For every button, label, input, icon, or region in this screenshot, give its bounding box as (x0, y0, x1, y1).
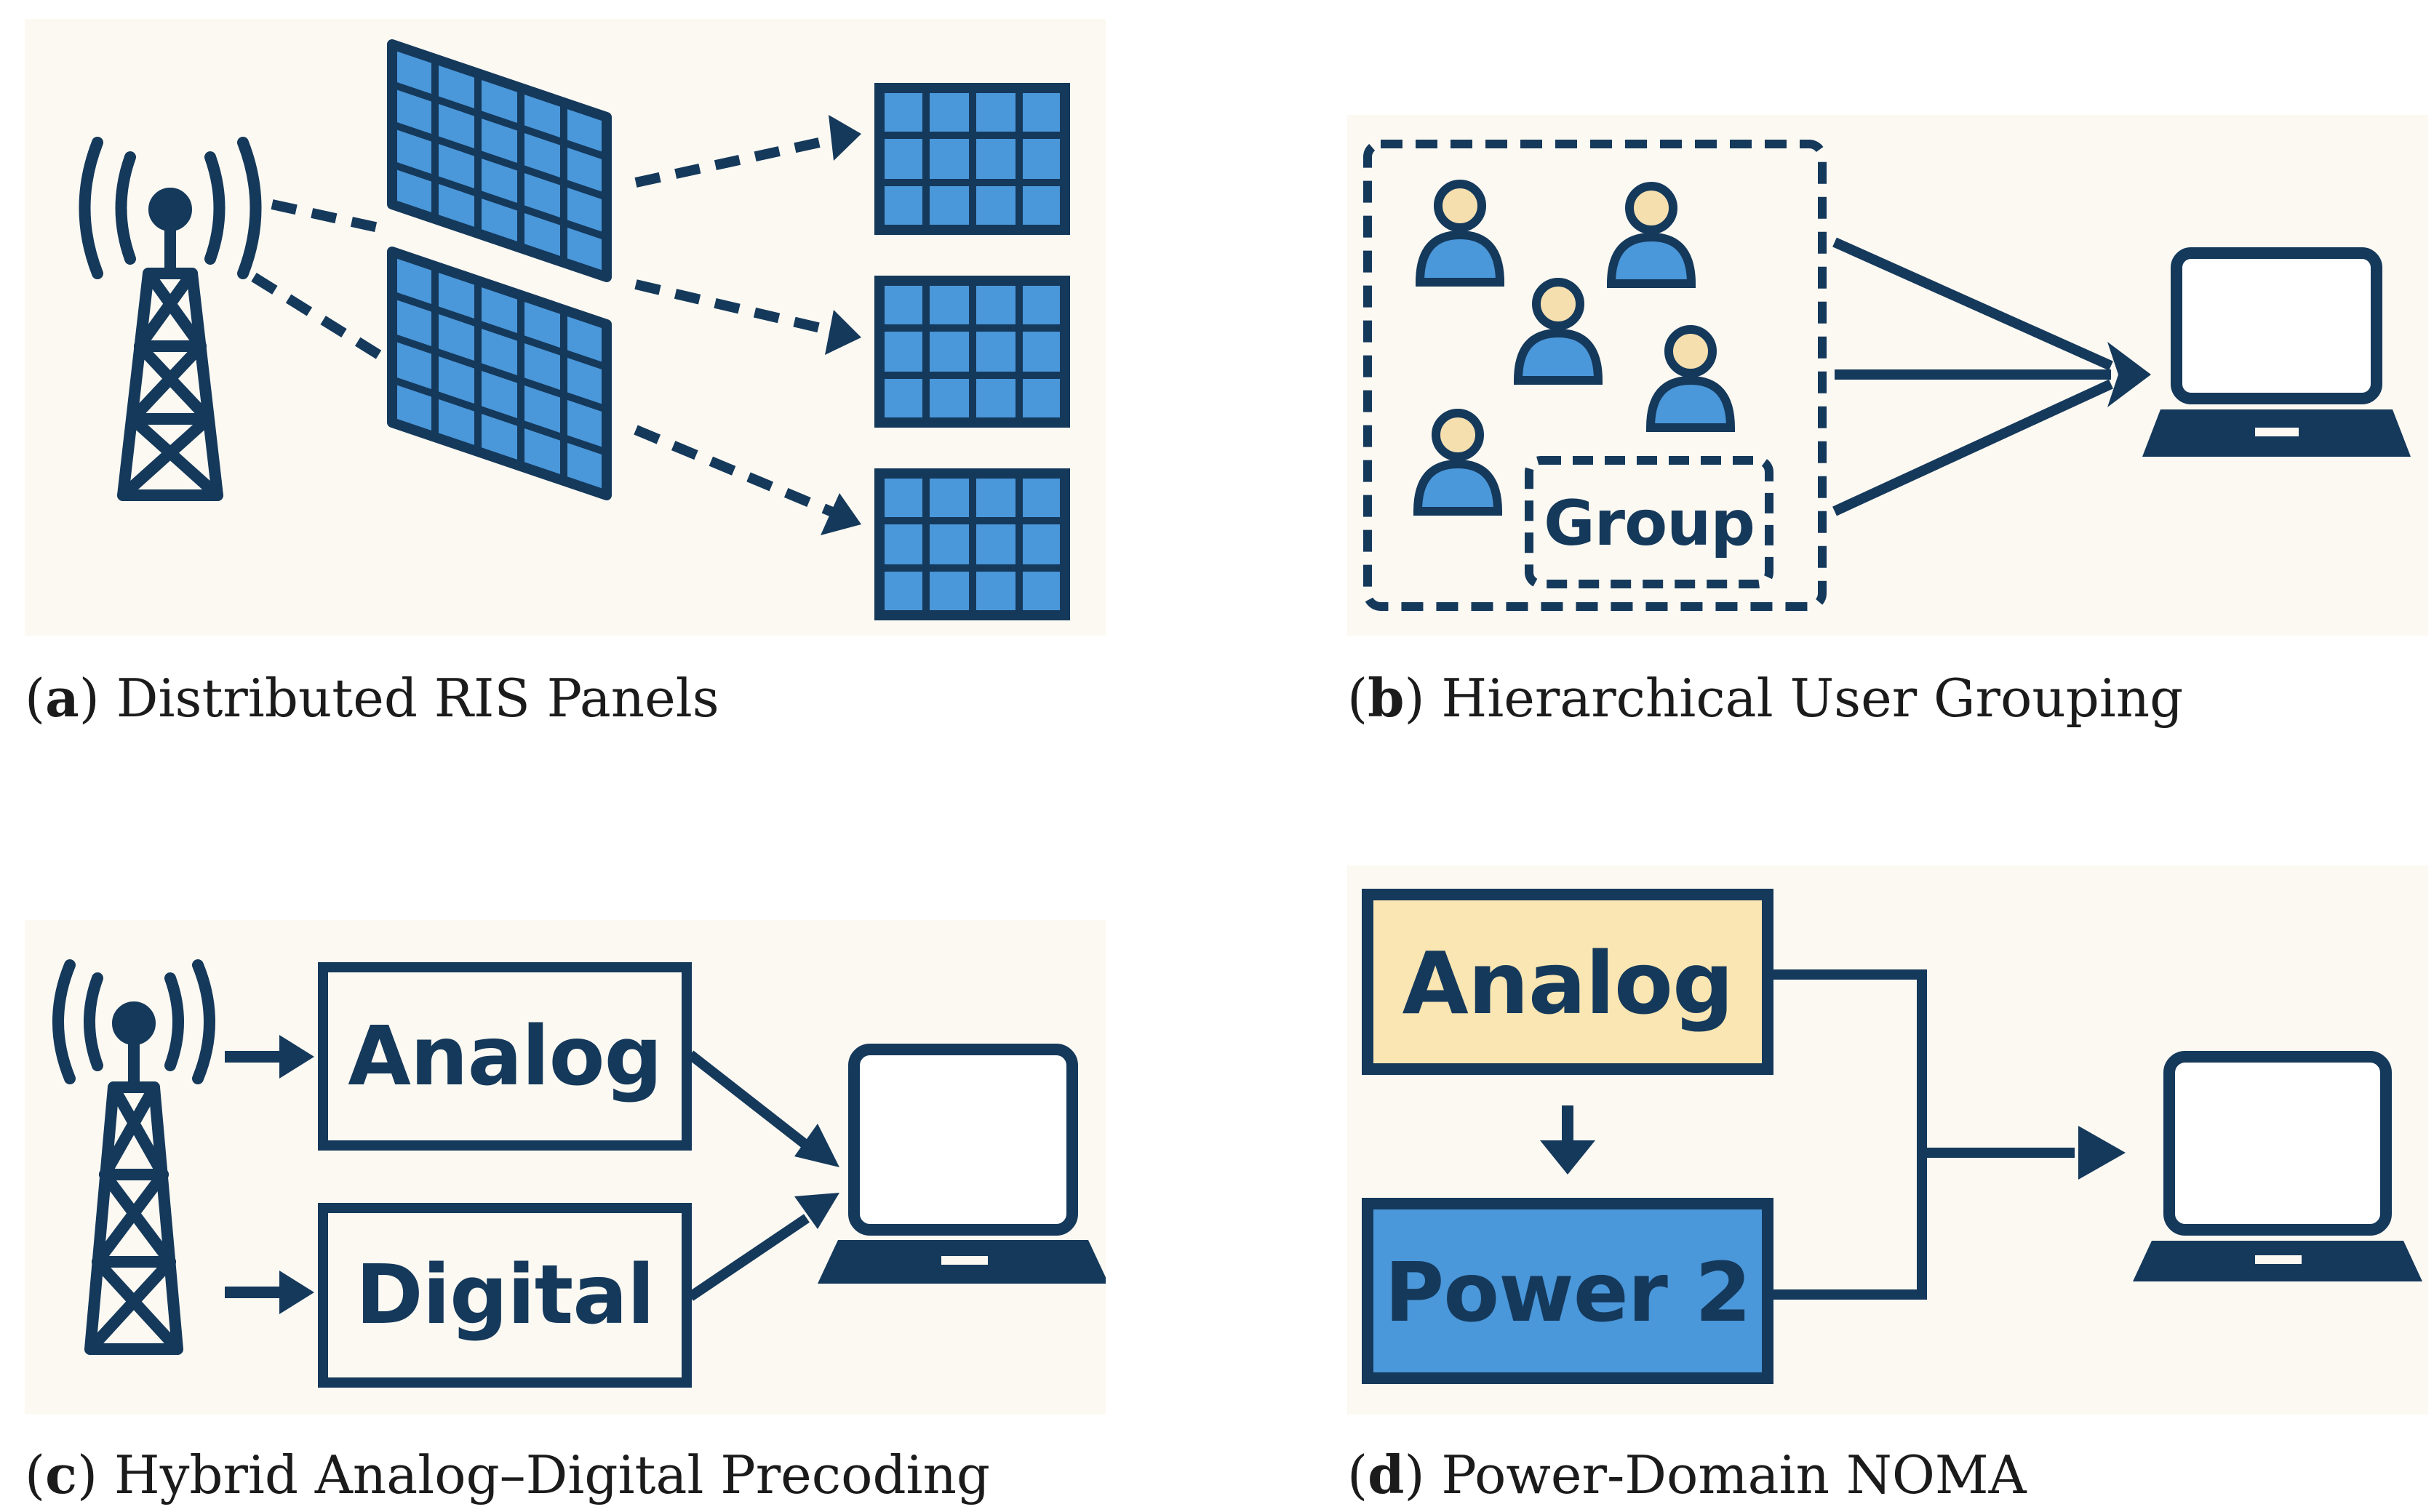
ris-to-receiver-arrows (634, 134, 838, 519)
panel-b-user-grouping: Group (1347, 115, 2428, 636)
analog-label: Analog (1402, 933, 1734, 1033)
arrow-icon (821, 115, 861, 535)
analog-box (318, 962, 692, 1151)
digital-label: Digital (355, 1248, 655, 1343)
panel-d-noma: Analog Power 2 (1347, 865, 2428, 1415)
tower-icon (79, 137, 262, 501)
receiver-panel-icon (874, 468, 1070, 620)
user-icon (1415, 180, 1505, 287)
caption-c-text: Hybrid Analog–Digital Precoding (113, 1444, 991, 1505)
panel-a-diagram (79, 39, 1070, 620)
panel-c-hybrid-precoding: Analog Digital (25, 920, 1106, 1415)
receiver-panel-icon (874, 276, 1070, 428)
combiner-lines (1768, 969, 2075, 1300)
box-to-laptop-arrows (687, 1050, 810, 1301)
arrow-icon (279, 1035, 314, 1314)
caption-c: (c) Hybrid Analog–Digital Precoding (25, 1444, 991, 1505)
analog-box (1362, 889, 1773, 1075)
caption-d: (d) Power-Domain NOMA (1347, 1444, 2027, 1505)
tower-to-ris-links (251, 199, 391, 365)
caption-b: (b) Hierarchical User Grouping (1347, 667, 2184, 729)
user-icon (1606, 182, 1696, 288)
arrow-icon (1540, 1140, 1595, 1175)
caption-a-letter: a (45, 667, 79, 729)
user-cluster-boundary (1363, 140, 1827, 611)
digital-box (318, 1203, 692, 1388)
power-label: Power 2 (1384, 1246, 1752, 1340)
user-icon (1645, 325, 1736, 432)
caption-b-letter: b (1368, 667, 1405, 729)
panel-c-diagram (52, 959, 1106, 1388)
arrow-icon (2107, 342, 2151, 407)
group-to-laptop-arrows (1832, 237, 2113, 516)
caption-d-text: Power-Domain NOMA (1441, 1444, 2027, 1505)
laptop-icon (818, 1044, 1106, 1284)
panel-d-diagram (1362, 889, 2422, 1384)
panel-a-distributed-ris (25, 19, 1106, 636)
caption-a-text: Distributed RIS Panels (116, 668, 719, 729)
group-label: Group (1544, 487, 1755, 560)
arrow-icon (2078, 1126, 2126, 1180)
ris-panel-icon (387, 39, 612, 282)
laptop-icon (2133, 1051, 2422, 1281)
caption-b-text: Hierarchical User Grouping (1441, 668, 2184, 729)
caption-d-letter: d (1368, 1444, 1405, 1505)
group-box (1525, 456, 1773, 588)
arrow-icon (794, 1124, 839, 1229)
analog-label: Analog (348, 1009, 662, 1104)
receiver-panel-icon (874, 83, 1070, 235)
ris-panel-icon (387, 247, 612, 500)
user-icon (1413, 409, 1503, 516)
caption-c-letter: c (45, 1444, 77, 1505)
tower-icon (52, 959, 215, 1355)
laptop-icon (2142, 247, 2411, 457)
panel-b-diagram (1363, 140, 2411, 611)
user-icon (1513, 278, 1603, 385)
input-arrows (225, 1051, 287, 1298)
caption-a: (a) Distributed RIS Panels (25, 667, 719, 729)
